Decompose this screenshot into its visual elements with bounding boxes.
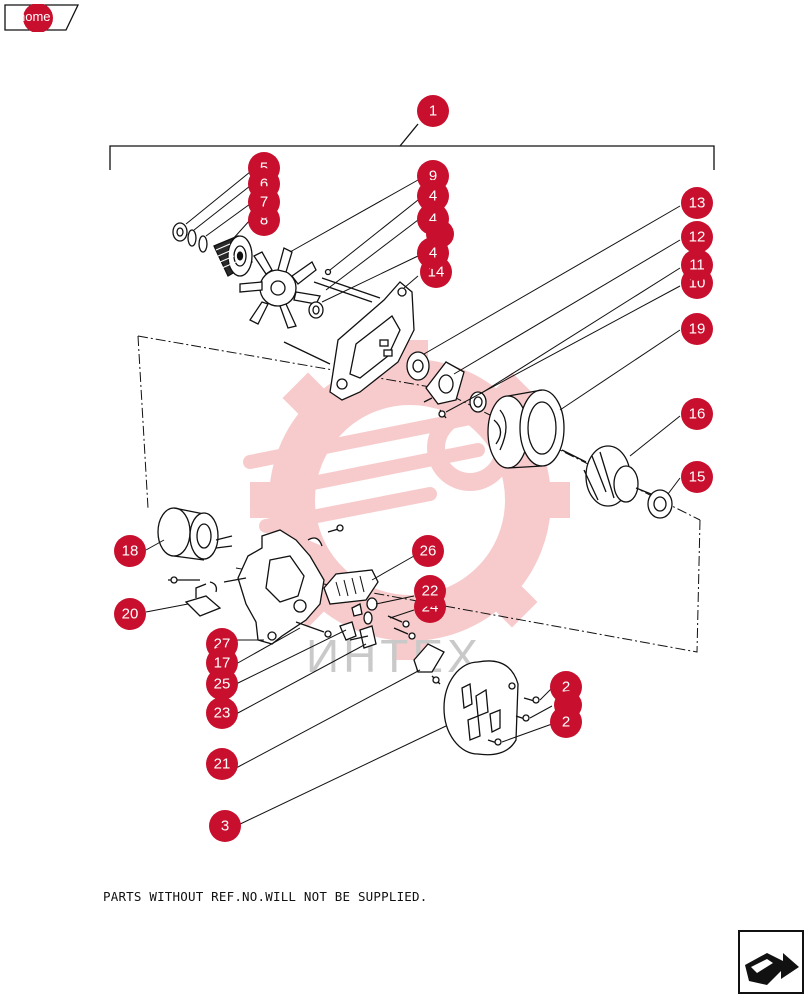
watermark-text: ИНТЕХ (306, 630, 482, 682)
callout-23-label: 23 (214, 705, 231, 722)
callout-20[interactable]: 20 (114, 598, 146, 630)
part-spring-washer (198, 235, 208, 253)
callout-1[interactable]: 1 (417, 95, 449, 127)
part-terminal-bracket (184, 581, 222, 617)
callout-2-a-label: 2 (562, 679, 570, 696)
part-rectifier (323, 569, 379, 605)
part-small-pin (423, 397, 433, 403)
callout-19-label: 19 (689, 321, 706, 338)
callout-23[interactable]: 23 (206, 697, 238, 729)
callout-20-label: 20 (122, 606, 139, 623)
part-front-housing (329, 281, 415, 401)
dash-dot-enclosure (137, 335, 701, 653)
callout-17[interactable]: 17 (206, 647, 238, 679)
part-rear-housing (223, 529, 325, 645)
callout-15[interactable]: 15 (681, 461, 713, 493)
part-rear-bearing (647, 489, 673, 519)
watermark-wrench-stripes (243, 411, 485, 533)
part-mount-bolts (295, 621, 357, 641)
callout-2-c-label: 2 (562, 714, 570, 731)
home-label: home (18, 9, 51, 24)
callout-17-label: 17 (214, 655, 231, 672)
callout-16[interactable]: 16 (681, 398, 713, 430)
part-pin (324, 268, 332, 276)
callout-18-label: 18 (122, 543, 139, 560)
home-button[interactable]: home (4, 4, 80, 32)
next-page-arrow-icon (738, 930, 804, 994)
part-brush-holder (351, 597, 416, 640)
part-cover-screws (487, 696, 540, 746)
callout-16-label: 16 (689, 406, 706, 423)
callout-13[interactable]: 13 (681, 187, 713, 219)
leader-lines (145, 171, 681, 827)
callout-25-label: 25 (214, 676, 231, 693)
part-bolt-head (170, 576, 178, 584)
callout-12[interactable]: 12 (681, 221, 713, 253)
part-rear-cover (443, 660, 519, 756)
callout-21-label: 21 (214, 756, 231, 773)
callout-18[interactable]: 18 (114, 535, 146, 567)
part-insulator-plate (413, 643, 445, 685)
callout-1-label: 1 (429, 103, 437, 120)
home-tab-icon (4, 4, 80, 32)
assembly-bracket (109, 123, 715, 170)
callout-9-label: 9 (429, 168, 437, 185)
part-nut (172, 222, 188, 242)
callout-3-label: 3 (221, 818, 229, 835)
callout-22-label: 22 (422, 583, 439, 600)
callout-bubbles: 1 5 6 8 7 9 4 14 4 4 13 10 12 11 19 16 1… (114, 95, 713, 842)
next-page-button[interactable] (737, 929, 805, 995)
footnote-text: PARTS WITHOUT REF.NO.WILL NOT BE SUPPLIE… (103, 889, 428, 904)
part-pulley (213, 235, 253, 277)
callout-7[interactable]: 7 (248, 186, 280, 218)
callout-4-c-label: 4 (429, 245, 437, 262)
watermark-gear-ring (269, 359, 551, 641)
part-rotor (561, 445, 657, 507)
callout-13-label: 13 (689, 195, 706, 212)
part-fan (239, 247, 321, 329)
callout-6-label: 6 (260, 176, 268, 193)
part-small-bracket (349, 625, 377, 649)
callout-4-c[interactable]: 4 (417, 237, 449, 269)
callout-2-c[interactable]: 2 (550, 706, 582, 738)
callout-4-b-label: 4 (429, 211, 437, 228)
callout-26-label: 26 (420, 543, 437, 560)
callout-11[interactable]: 11 (681, 249, 713, 281)
callout-22[interactable]: 22 (414, 575, 446, 607)
callout-26[interactable]: 26 (412, 535, 444, 567)
callout-11-label: 11 (689, 257, 705, 274)
part-bearing (406, 351, 430, 381)
callout-21[interactable]: 21 (206, 748, 238, 780)
callout-3[interactable]: 3 (209, 810, 241, 842)
callout-8-label: 8 (260, 212, 268, 229)
part-regulator-cap (157, 507, 233, 561)
part-stator (487, 389, 565, 469)
callout-12-label: 12 (689, 229, 706, 246)
part-retainer-plate (425, 361, 465, 405)
parts-group (157, 222, 673, 756)
part-spacer-hole (312, 305, 320, 315)
callout-15-label: 15 (689, 469, 706, 486)
callout-4-a[interactable]: 4 (417, 180, 449, 212)
part-washer (187, 229, 197, 247)
callout-19[interactable]: 19 (681, 313, 713, 345)
callout-7-label: 7 (260, 194, 268, 211)
part-small-bolts (307, 524, 344, 547)
part-collar-hole (473, 396, 483, 408)
callout-4-a-label: 4 (429, 188, 437, 205)
part-screw (438, 409, 447, 419)
